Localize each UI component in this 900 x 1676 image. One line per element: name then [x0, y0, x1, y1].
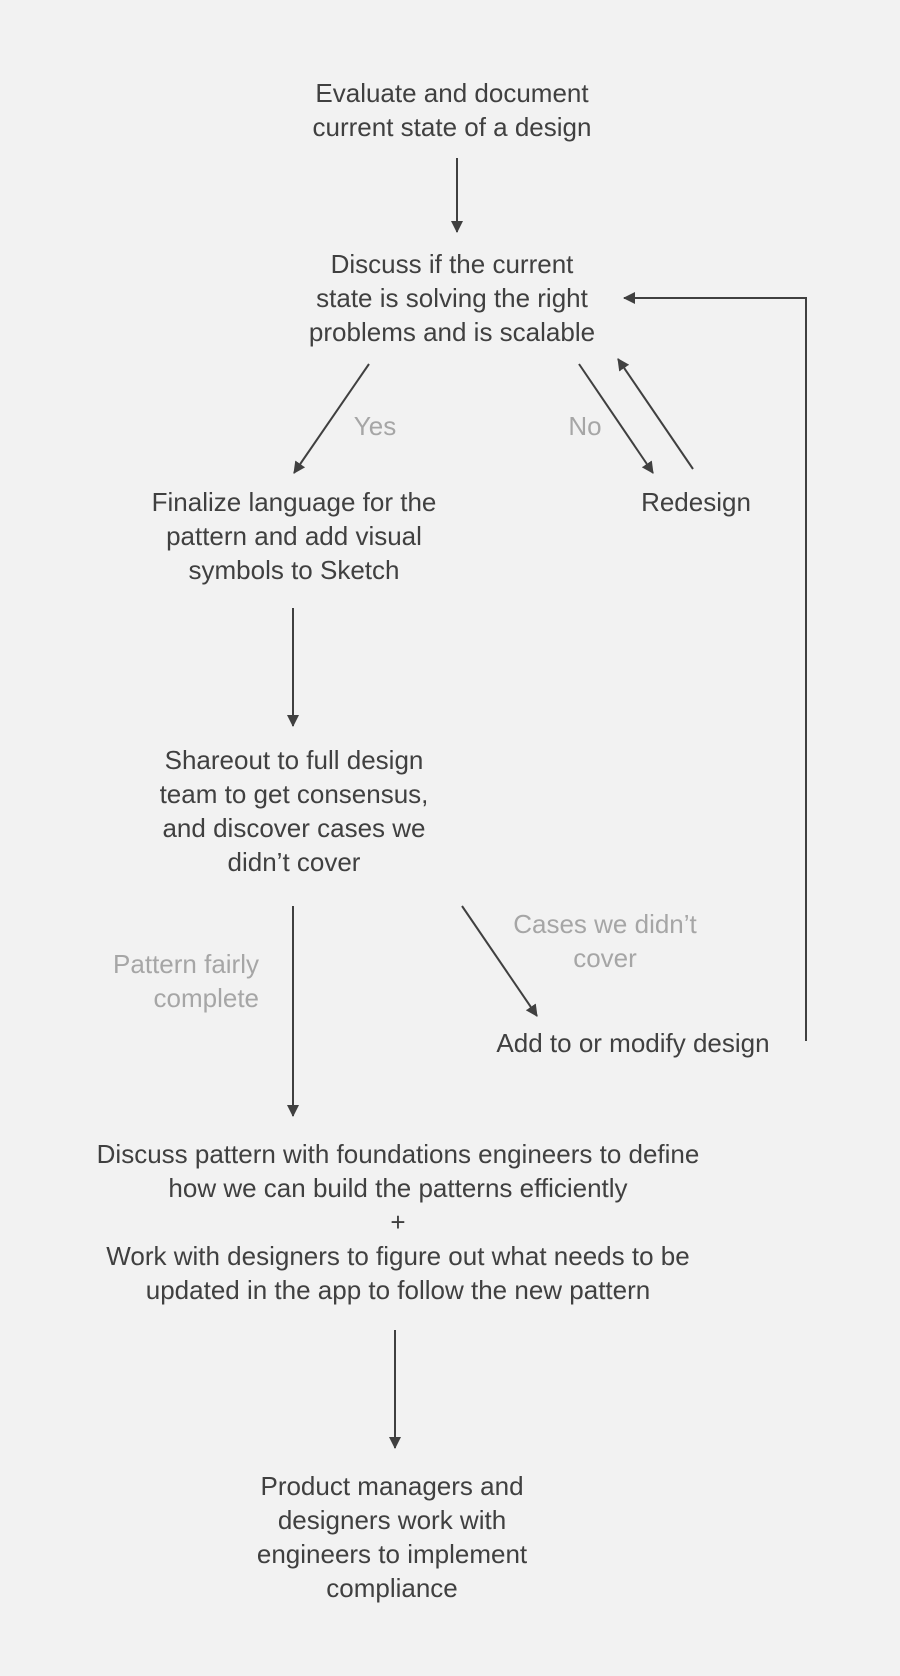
node-evaluate: Evaluate and document current state of a…: [313, 76, 592, 144]
node-discuss-pattern: Discuss pattern with foundations enginee…: [97, 1137, 700, 1307]
node-discuss: Discuss if the current state is solving …: [309, 247, 595, 349]
label-pattern-complete-line-1: Pattern fairly: [113, 949, 259, 979]
node-redesign: Redesign: [641, 485, 751, 519]
node-discuss-pattern-line-2: how we can build the patterns efficientl…: [168, 1173, 628, 1203]
node-shareout-line-4: didn’t cover: [227, 847, 361, 877]
node-finalize: Finalize language for the pattern and ad…: [152, 485, 437, 587]
label-yes-text: Yes: [353, 411, 397, 441]
label-no: No: [568, 409, 601, 443]
label-yes: Yes: [354, 409, 396, 443]
node-shareout: Shareout to full design team to get cons…: [160, 743, 429, 879]
arrow-add-modify-to-discuss: [623, 292, 807, 1041]
label-pattern-complete-line-2: complete: [153, 983, 260, 1013]
node-finalize-line-1: Finalize language for the: [151, 487, 437, 517]
node-discuss-line-1: Discuss if the current: [330, 249, 574, 279]
node-evaluate-line-1: Evaluate and document: [315, 78, 589, 108]
node-evaluate-line-2: current state of a design: [312, 112, 592, 142]
node-discuss-line-3: problems and is scalable: [308, 317, 596, 347]
node-shareout-line-1: Shareout to full design: [164, 745, 424, 775]
node-redesign-line-1: Redesign: [641, 487, 751, 517]
label-cases: Cases we didn’t cover: [513, 907, 697, 975]
arrow-shareout-to-add-modify: [461, 905, 538, 1017]
node-product-managers-line-2: designers work with: [277, 1505, 507, 1535]
node-finalize-line-2: pattern and add visual: [166, 521, 422, 551]
node-product-managers-line-3: engineers to implement: [256, 1539, 528, 1569]
node-add-modify-line-1: Add to or modify design: [496, 1028, 770, 1058]
node-discuss-pattern-line-4: Work with designers to figure out what n…: [106, 1241, 690, 1271]
node-discuss-line-2: state is solving the right: [316, 283, 588, 313]
node-discuss-pattern-line-3: +: [390, 1207, 406, 1237]
node-product-managers: Product managers and designers work with…: [257, 1469, 527, 1605]
node-finalize-line-3: symbols to Sketch: [188, 555, 400, 585]
node-product-managers-line-4: compliance: [326, 1573, 458, 1603]
label-cases-line-1: Cases we didn’t: [513, 909, 697, 939]
label-pattern-complete: Pattern fairly complete: [113, 947, 259, 1015]
arrow-redesign-to-discuss: [617, 358, 694, 470]
arrow-discuss-to-finalize: [293, 363, 370, 474]
node-discuss-pattern-line-5: updated in the app to follow the new pat…: [145, 1275, 651, 1305]
node-shareout-line-2: team to get consensus,: [159, 779, 429, 809]
label-no-text: No: [568, 411, 602, 441]
node-add-modify: Add to or modify design: [496, 1026, 769, 1060]
node-shareout-line-3: and discover cases we: [162, 813, 426, 843]
arrow-discuss-to-redesign: [578, 363, 654, 474]
node-discuss-pattern-line-1: Discuss pattern with foundations enginee…: [96, 1139, 700, 1169]
label-cases-line-2: cover: [573, 943, 637, 973]
node-product-managers-line-1: Product managers and: [260, 1471, 524, 1501]
